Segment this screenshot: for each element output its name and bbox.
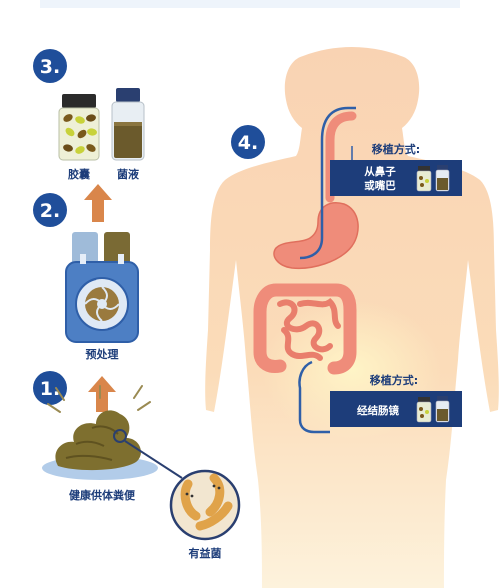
- step-3-badge: [33, 49, 67, 83]
- arrow-up-2-to-3: [84, 184, 112, 222]
- bacteria-magnified: [169, 469, 241, 541]
- magnifier-link: [124, 440, 183, 479]
- upper-route-line2: 或嘴巴: [364, 179, 396, 192]
- top-band: [40, 0, 460, 8]
- step-3-number: 3.: [40, 56, 60, 78]
- esophagus: [325, 111, 357, 203]
- lower-mini-capsule-jar: [416, 397, 432, 423]
- capsule-jar: [58, 94, 100, 161]
- lower-route-title: 移植方式:: [370, 373, 418, 387]
- large-intestine: [253, 283, 357, 375]
- stool-pile: [42, 385, 158, 480]
- small-intestine: [277, 298, 341, 361]
- nasal-tube: [299, 106, 349, 260]
- lower-mini-liquid-jar: [435, 396, 450, 423]
- liquid-jar: [111, 88, 145, 161]
- bacteria-label: 有益菌: [189, 546, 222, 560]
- step-4-number: 4.: [238, 132, 258, 154]
- colonoscope-line: [298, 360, 330, 434]
- capsule-label: 胶囊: [68, 167, 91, 181]
- upper-route-title: 移植方式:: [372, 142, 420, 156]
- arrow-up-1-to-2: [88, 376, 116, 412]
- upper-mini-capsule-jar: [416, 166, 432, 192]
- pretreat-label: 预处理: [86, 347, 119, 361]
- step-1-badge: [33, 371, 67, 405]
- liquid-label: 菌液: [117, 167, 140, 181]
- stomach: [273, 202, 359, 270]
- processor-machine: [65, 232, 139, 343]
- magnifier-dot: [113, 429, 127, 443]
- step-2-badge: [33, 193, 67, 227]
- lower-route-line1: 经结肠镜: [357, 404, 399, 417]
- upper-mini-liquid-jar: [435, 165, 450, 192]
- donor-label: 健康供体粪便: [69, 488, 136, 502]
- step-1-number: 1.: [40, 378, 60, 400]
- step-4-badge: [231, 125, 265, 159]
- upper-route-line1: 从鼻子: [364, 165, 396, 178]
- step-2-number: 2.: [40, 200, 60, 222]
